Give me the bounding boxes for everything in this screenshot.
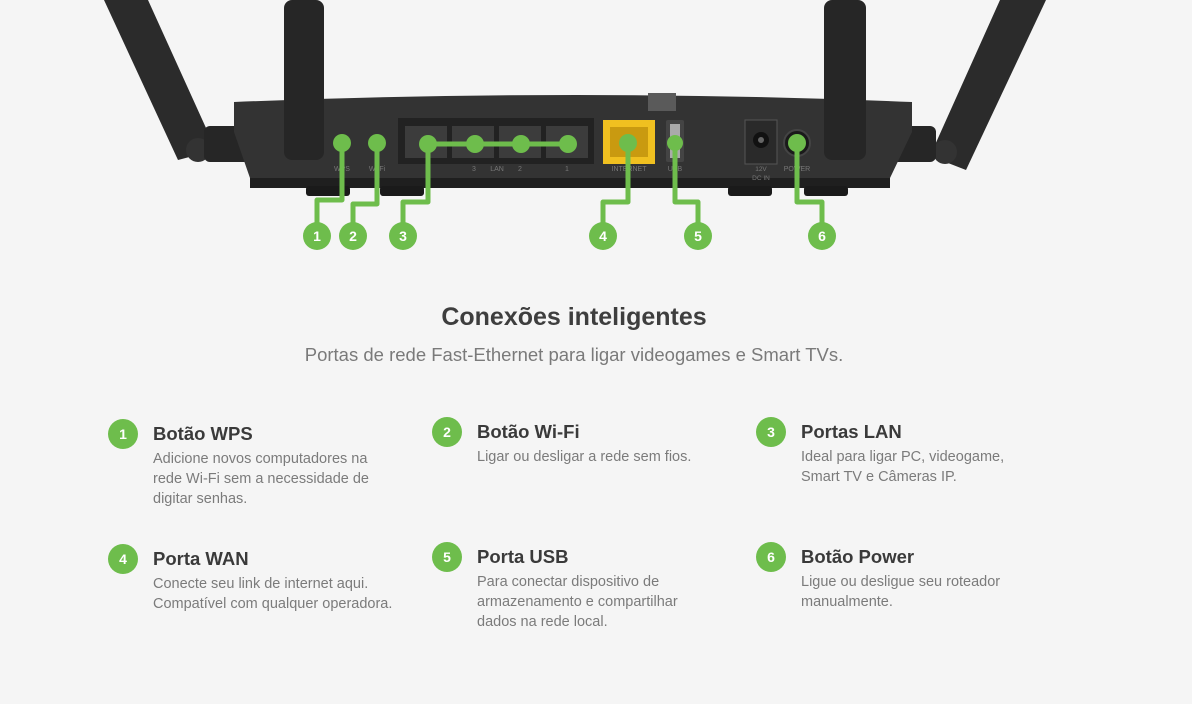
svg-text:1: 1	[313, 228, 321, 244]
dc-in-label: DC IN	[752, 175, 770, 182]
feature-number-badge: 5	[432, 542, 462, 572]
foot	[306, 186, 350, 196]
feature-number-badge: 4	[108, 544, 138, 574]
top-notch	[648, 93, 676, 111]
svg-text:5: 5	[694, 228, 702, 244]
callout-badge-1: 1	[303, 222, 331, 250]
section-subtitle: Portas de rede Fast-Ethernet para ligar …	[304, 344, 844, 365]
feature-description: Conecte seu link de internet aqui. Compa…	[153, 576, 393, 612]
callout-badge-2: 2	[339, 222, 367, 250]
feature-title: Porta WAN	[153, 548, 249, 569]
antenna-left-inner	[284, 0, 324, 160]
feature-number-badge: 1	[108, 419, 138, 449]
callout-badge-5: 5	[684, 222, 712, 250]
feature-description: Ligue ou desligue seu roteador manualmen…	[801, 574, 1001, 610]
feature-title: Portas LAN	[801, 421, 902, 442]
lan1-label: 1	[565, 166, 569, 173]
section-title: Conexões inteligentes	[441, 303, 707, 331]
antenna-right-inner	[824, 0, 866, 160]
antenna-left-outer	[104, 0, 216, 162]
antenna-right-outer	[930, 0, 1046, 170]
callout-badge-6: 6	[808, 222, 836, 250]
foot	[380, 186, 424, 196]
feature-title: Botão Wi-Fi	[477, 421, 580, 442]
feature-number-badge: 2	[432, 417, 462, 447]
lan2-label: 2	[518, 166, 522, 173]
svg-text:6: 6	[818, 228, 826, 244]
callout-dots	[333, 134, 806, 153]
svg-text:4: 4	[599, 228, 607, 244]
lan-label: LAN	[490, 166, 504, 173]
callout-lines	[314, 141, 825, 228]
svg-text:2: 2	[349, 228, 357, 244]
lan3-label: 3	[472, 166, 476, 173]
feature-title: Botão Power	[801, 546, 915, 567]
feature-description: Para conectar dispositivo de armazenamen…	[477, 574, 678, 630]
feature-number-badge: 6	[756, 542, 786, 572]
feature-description: Ligar ou desligar a rede sem fios.	[477, 449, 692, 465]
feature-title: Botão WPS	[153, 423, 253, 444]
foot	[804, 186, 848, 196]
feature-number-badge: 3	[756, 417, 786, 447]
svg-text:3: 3	[399, 228, 407, 244]
router-illustration: WPS Wi-Fi 3 LAN 2 1 INTERNET USB 12V DC …	[104, 0, 1046, 250]
feature-description: Adicione novos computadores na rede Wi-F…	[153, 451, 369, 507]
callout-badge-3: 3	[389, 222, 417, 250]
feature-description: Ideal para ligar PC, videogame, Smart TV…	[801, 449, 1005, 485]
feature-title: Porta USB	[477, 546, 569, 567]
callout-badge-4: 4	[589, 222, 617, 250]
foot	[728, 186, 772, 196]
dc-voltage-label: 12V	[755, 166, 767, 173]
